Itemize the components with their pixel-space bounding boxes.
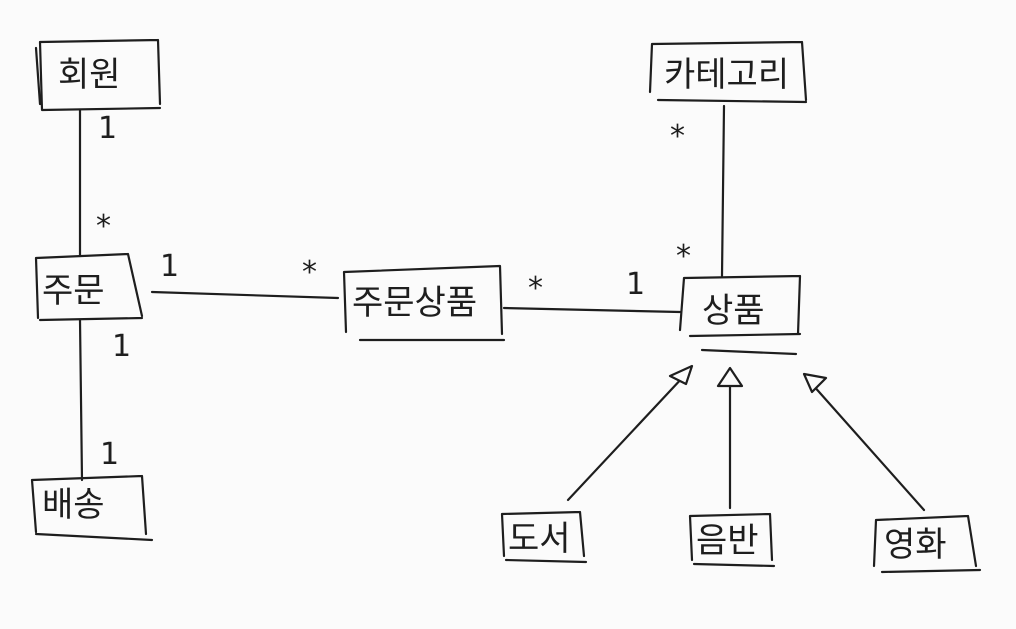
- entity-delivery: 배송: [30, 474, 154, 542]
- line-orderitem-item: [502, 306, 682, 314]
- mult-orderitem-item-item: 1: [626, 267, 645, 302]
- entity-item-label: 상품: [702, 291, 765, 331]
- entity-category: 카테고리: [648, 40, 808, 104]
- entity-album: 음반: [688, 512, 776, 568]
- line-category-item: [720, 104, 726, 278]
- entity-item: 상품: [678, 274, 802, 356]
- entity-movie-label: 영화: [884, 525, 947, 565]
- entity-member-label: 회원: [58, 55, 121, 95]
- entity-category-label: 카테고리: [664, 55, 789, 95]
- inheritance-movie-item: [802, 372, 926, 512]
- inheritance-album-item: [716, 366, 744, 510]
- entity-book: 도서: [500, 510, 588, 564]
- mult-member-order-member: 1: [98, 111, 117, 146]
- entity-order: 주문: [34, 252, 144, 322]
- entity-order-item-label: 주문상품: [352, 283, 477, 323]
- mult-order-orderitem-orderitem: *: [302, 255, 317, 290]
- entity-order-item: 주문상품: [342, 264, 506, 342]
- line-order-delivery: [78, 318, 84, 482]
- mult-order-orderitem-order: 1: [160, 249, 179, 284]
- mult-category-item-category: *: [670, 119, 685, 154]
- entity-delivery-label: 배송: [42, 485, 105, 525]
- entity-movie: 영화: [872, 514, 982, 574]
- entity-album-label: 음반: [696, 521, 759, 561]
- line-order-orderitem: [150, 290, 340, 300]
- mult-orderitem-item-orderitem: *: [528, 271, 543, 306]
- mult-category-item-item: *: [676, 239, 691, 274]
- mult-order-delivery-delivery: 1: [100, 437, 119, 472]
- mult-order-delivery-order: 1: [112, 329, 131, 364]
- inheritance-book-item: [566, 364, 694, 502]
- entity-order-label: 주문: [42, 271, 105, 311]
- mult-member-order-order: *: [96, 209, 111, 244]
- entity-member: 회원: [34, 38, 162, 112]
- entity-book-label: 도서: [508, 519, 571, 559]
